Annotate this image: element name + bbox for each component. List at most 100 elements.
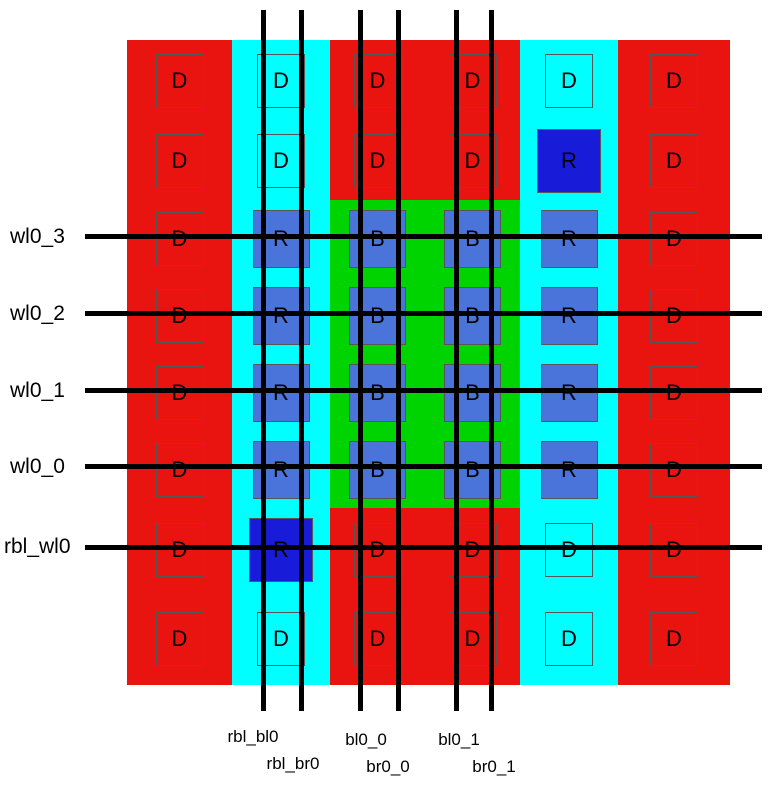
- cell-r6-c1-R: R: [232, 508, 330, 592]
- cell-r5-c1-R: R: [232, 431, 330, 508]
- wl0_3-wire: [85, 234, 762, 239]
- cell-letter: D: [273, 68, 289, 93]
- bitline-label-rbl_br0: rbl_br0: [266, 754, 320, 773]
- cell-r5-c5-D: D: [618, 431, 730, 508]
- cell-tile: D: [353, 54, 402, 108]
- cell-letter: D: [666, 456, 682, 482]
- rbl_wl0-wire: [85, 545, 762, 550]
- cell-letter: R: [561, 148, 577, 173]
- bitcell-array-layout: DDDDDDDDDDRDDRBBRDDRBBRDDRBBRDDRBBRDDRDD…: [127, 40, 730, 685]
- cell-tile: R: [537, 129, 601, 193]
- bitline-label-bl0_1: bl0_1: [438, 730, 480, 749]
- cell-r1-c5-D: D: [618, 122, 730, 200]
- cell-letter: D: [171, 148, 188, 173]
- cell-letter: B: [370, 456, 385, 482]
- cell-letter: D: [171, 68, 188, 93]
- cell-r1-c1-D: D: [232, 122, 330, 200]
- cell-r7-c3-D: D: [425, 592, 520, 685]
- cell-tile: D: [448, 611, 497, 666]
- cell-tile: D: [650, 523, 698, 577]
- cell-tile: D: [448, 134, 497, 188]
- cell-tile: D: [257, 134, 305, 188]
- cell-letter: D: [369, 148, 386, 173]
- cell-tile: D: [257, 611, 305, 666]
- cell-letter: D: [561, 625, 577, 651]
- cell-r0-c3-D: D: [425, 40, 520, 122]
- cell-r7-c4-D: D: [520, 592, 618, 685]
- cell-grid: DDDDDDDDDDRDDRBBRDDRBBRDDRBBRDDRBBRDDRDD…: [127, 40, 730, 685]
- cell-letter: D: [171, 456, 188, 482]
- cell-tile: D: [545, 54, 593, 108]
- cell-letter: D: [370, 539, 386, 561]
- cell-r6-c3-D: D: [425, 508, 520, 592]
- cell-letter: R: [273, 539, 289, 561]
- cell-tile: D: [650, 611, 698, 666]
- bitline-label-br0_0: br0_0: [366, 757, 410, 776]
- wordline-label-wl0_2: wl0_2: [10, 302, 65, 325]
- cell-letter: R: [273, 456, 289, 482]
- cell-letter: D: [464, 148, 481, 173]
- rbl_bl0-wire: [261, 10, 266, 711]
- cell-r6-c4-D: D: [520, 508, 618, 592]
- left-dummy-column-region: [127, 40, 232, 685]
- wordline-label-wl0_3: wl0_3: [10, 225, 65, 248]
- cell-tile: D: [257, 54, 305, 108]
- cell-r0-c1-D: D: [232, 40, 330, 122]
- wordline-label-wl0_0: wl0_0: [10, 455, 65, 478]
- cell-r7-c1-D: D: [232, 592, 330, 685]
- cell-tile: D: [155, 134, 204, 188]
- wl0_2-wire: [85, 311, 762, 316]
- cell-r7-c2-D: D: [330, 592, 425, 685]
- br0_0-wire: [396, 10, 401, 711]
- cell-tile: D: [448, 54, 497, 108]
- cell-tile: D: [545, 611, 593, 666]
- cell-r1-c0-D: D: [127, 122, 232, 200]
- cell-r6-c0-D: D: [127, 508, 232, 592]
- cell-r5-c3-B: B: [425, 431, 520, 508]
- wl0_1-wire: [85, 388, 762, 393]
- cell-tile: D: [155, 54, 204, 108]
- cell-letter: B: [465, 456, 480, 482]
- cell-r7-c5-D: D: [618, 592, 730, 685]
- bitline-label-br0_1: br0_1: [472, 757, 516, 776]
- bitline-label-rbl_bl0: rbl_bl0: [227, 727, 279, 746]
- cell-tile: R: [540, 440, 598, 499]
- cell-tile: D: [650, 134, 698, 188]
- cell-r1-c4-R: R: [520, 122, 618, 200]
- cell-tile: D: [353, 134, 402, 188]
- cell-letter: D: [273, 148, 289, 173]
- cell-letter: D: [464, 625, 481, 651]
- cell-letter: D: [666, 68, 682, 93]
- cell-r0-c5-D: D: [618, 40, 730, 122]
- rbl_br0-wire: [299, 10, 304, 711]
- cell-letter: D: [465, 539, 481, 561]
- br0_1-wire: [489, 10, 494, 711]
- cell-r0-c0-D: D: [127, 40, 232, 122]
- cell-tile: D: [155, 442, 204, 497]
- cell-tile: D: [155, 611, 204, 666]
- cell-tile: D: [545, 523, 593, 577]
- bitline-label-bl0_0: bl0_0: [345, 730, 387, 749]
- cell-letter: D: [666, 625, 682, 651]
- cell-r5-c4-R: R: [520, 431, 618, 508]
- cell-r1-c2-D: D: [330, 122, 425, 200]
- cell-letter: D: [561, 539, 577, 561]
- cell-r0-c4-D: D: [520, 40, 618, 122]
- cell-r7-c0-D: D: [127, 592, 232, 685]
- cell-letter: D: [369, 625, 386, 651]
- cell-letter: R: [561, 456, 577, 482]
- cell-r5-c0-D: D: [127, 431, 232, 508]
- cell-r5-c2-B: B: [330, 431, 425, 508]
- cell-tile: D: [650, 442, 698, 497]
- cell-r6-c2-D: D: [330, 508, 425, 592]
- cell-letter: D: [171, 625, 188, 651]
- cell-letter: D: [464, 68, 481, 93]
- cell-r0-c2-D: D: [330, 40, 425, 122]
- wordline-label-wl0_1: wl0_1: [10, 379, 65, 402]
- cell-letter: D: [561, 68, 577, 93]
- cell-letter: D: [369, 68, 386, 93]
- cell-letter: D: [273, 625, 289, 651]
- cell-letter: D: [666, 148, 682, 173]
- cell-letter: D: [666, 539, 682, 561]
